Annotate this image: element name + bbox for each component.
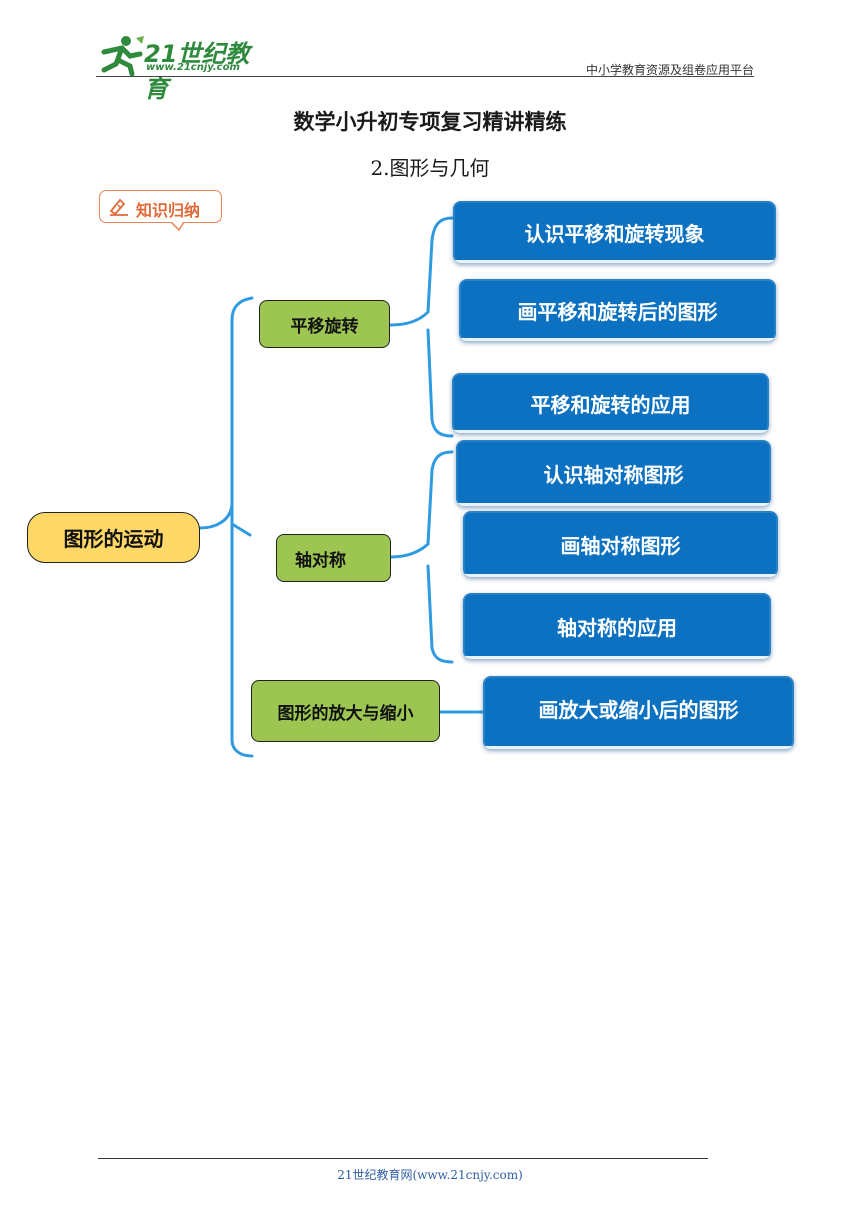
root-connector-top <box>198 296 254 530</box>
document-title: 数学小升初专项复习精讲精练 <box>293 109 567 134</box>
branch-scaling: 图形的放大与缩小 <box>251 680 440 742</box>
header-tagline: 中小学教育资源及组卷应用平台 <box>585 63 754 77</box>
leaf-recognize-symmetric-figure: 认识轴对称图形 <box>456 440 771 506</box>
logo-text: 21世纪教育 <box>144 40 250 103</box>
tag-pointer <box>170 222 185 232</box>
leaf-draw-scaled-figure: 画放大或缩小后的图形 <box>483 676 794 749</box>
branch1-connector-top <box>388 216 454 327</box>
site-logo: 21世纪教育 www.21cnjy.com <box>96 34 266 103</box>
logo-url: www.21cnjy.com <box>146 62 240 73</box>
header-divider <box>96 76 754 77</box>
section-tag: 知识归纳 <box>99 190 222 223</box>
branch2-connector-bottom <box>426 564 454 664</box>
root-connector-mid <box>230 522 252 537</box>
branch-axial-symmetry: 轴对称 <box>276 534 391 582</box>
leaf-draw-translation-rotation: 画平移和旋转后的图形 <box>459 279 776 341</box>
running-figure-logo-icon <box>101 36 144 76</box>
leaf-apply-symmetry: 轴对称的应用 <box>463 593 771 659</box>
footer-text: 21世纪教育网(www.21cnjy.com) <box>337 1168 523 1182</box>
footer-divider <box>98 1158 708 1159</box>
mindmap-root: 图形的运动 <box>27 512 200 563</box>
branch2-connector-top <box>389 450 454 559</box>
section-tag-label: 知识归纳 <box>136 201 201 220</box>
branch1-connector-bottom <box>426 328 454 438</box>
leaf-apply-translation-rotation: 平移和旋转的应用 <box>452 373 769 433</box>
pencil-ruler-icon <box>109 198 128 216</box>
root-connector-bottom <box>230 503 254 758</box>
document-subtitle: 2.图形与几何 <box>370 156 490 180</box>
leaf-recognize-translation-rotation: 认识平移和旋转现象 <box>453 201 776 263</box>
branch-translation-rotation: 平移旋转 <box>259 300 390 348</box>
leaf-draw-symmetric-figure: 画轴对称图形 <box>463 511 778 577</box>
